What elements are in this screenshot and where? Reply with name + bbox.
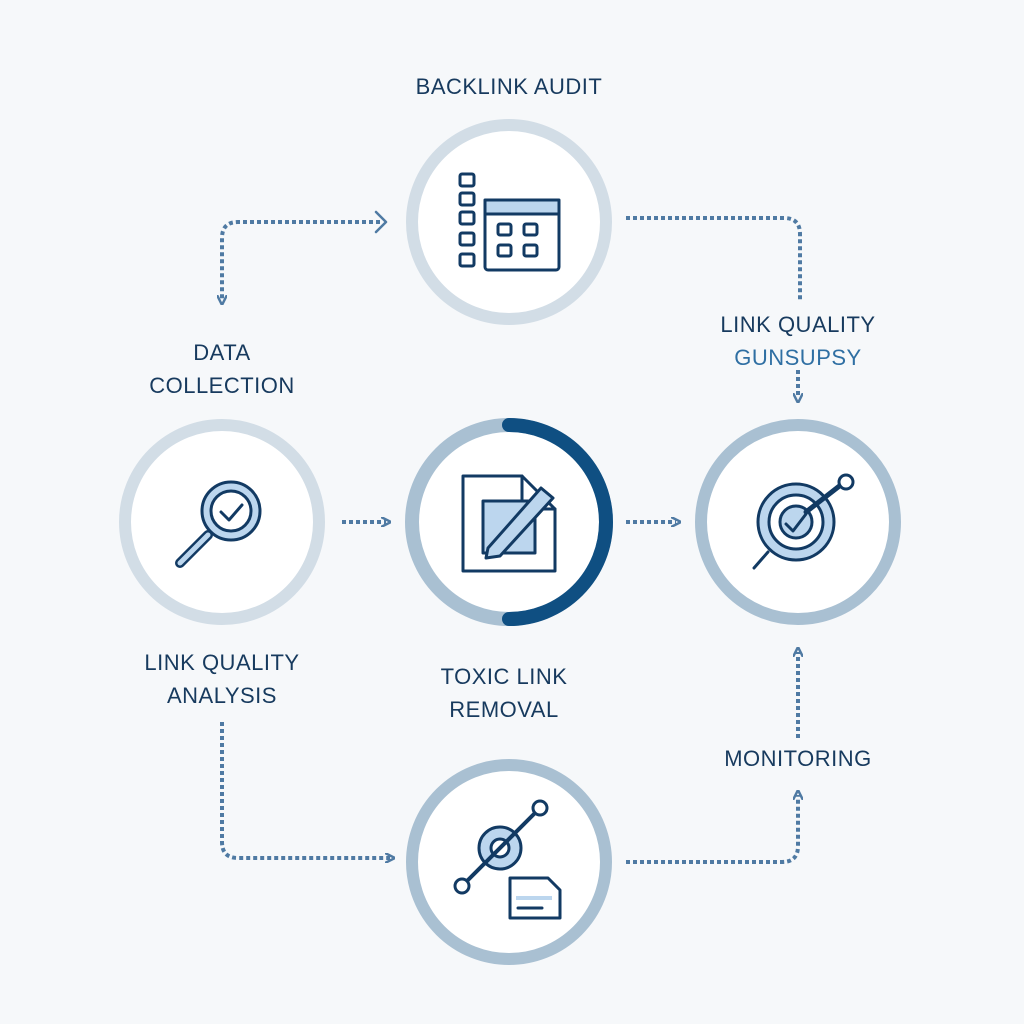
monitoring-text: MONITORING — [724, 746, 872, 771]
label-link-quality-top: LINK QUALITY GUNSUPSY — [698, 308, 898, 374]
node-backlink-audit — [406, 119, 612, 325]
ring-removal-progress — [502, 418, 613, 626]
data-collection-line1: DATA — [193, 340, 251, 365]
node-toxic-link-removal — [405, 418, 613, 626]
toxic-link-removal-line2: REMOVAL — [449, 697, 559, 722]
node-link-quality — [695, 419, 901, 625]
link-quality-top-line2: GUNSUPSY — [734, 345, 862, 370]
label-monitoring: MONITORING — [698, 742, 898, 775]
broken-link-document-icon — [453, 799, 562, 920]
link-quality-analysis-line2: ANALYSIS — [167, 683, 277, 708]
spreadsheet-grid-icon — [458, 172, 561, 272]
link-quality-top-line1: LINK QUALITY — [720, 312, 876, 337]
connector-disavow-to-monitoring — [626, 795, 798, 864]
target-check-icon — [752, 473, 855, 570]
document-edit-icon — [461, 474, 557, 573]
toxic-link-removal-line1: TOXIC LINK — [440, 664, 568, 689]
node-disavow — [406, 759, 612, 965]
ring-audit — [406, 119, 612, 325]
connector-audit-to-link-quality — [626, 216, 802, 300]
label-data-collection: DATA COLLECTION — [122, 336, 322, 402]
connector-audit-to-data-collection — [222, 220, 380, 300]
data-collection-line2: COLLECTION — [149, 373, 295, 398]
connector-analysis-to-disavow — [220, 722, 390, 858]
connector-arrowhead-into-audit — [374, 210, 388, 234]
label-backlink-audit: BACKLINK AUDIT — [389, 70, 629, 103]
link-quality-analysis-line1: LINK QUALITY — [144, 650, 300, 675]
node-link-quality-analysis — [119, 419, 325, 625]
connectors — [220, 216, 802, 864]
label-toxic-link-removal: TOXIC LINK REMOVAL — [404, 660, 604, 726]
label-link-quality-analysis: LINK QUALITY ANALYSIS — [112, 646, 332, 712]
magnifier-check-icon — [175, 480, 262, 568]
backlink-audit-text: BACKLINK AUDIT — [415, 74, 603, 99]
